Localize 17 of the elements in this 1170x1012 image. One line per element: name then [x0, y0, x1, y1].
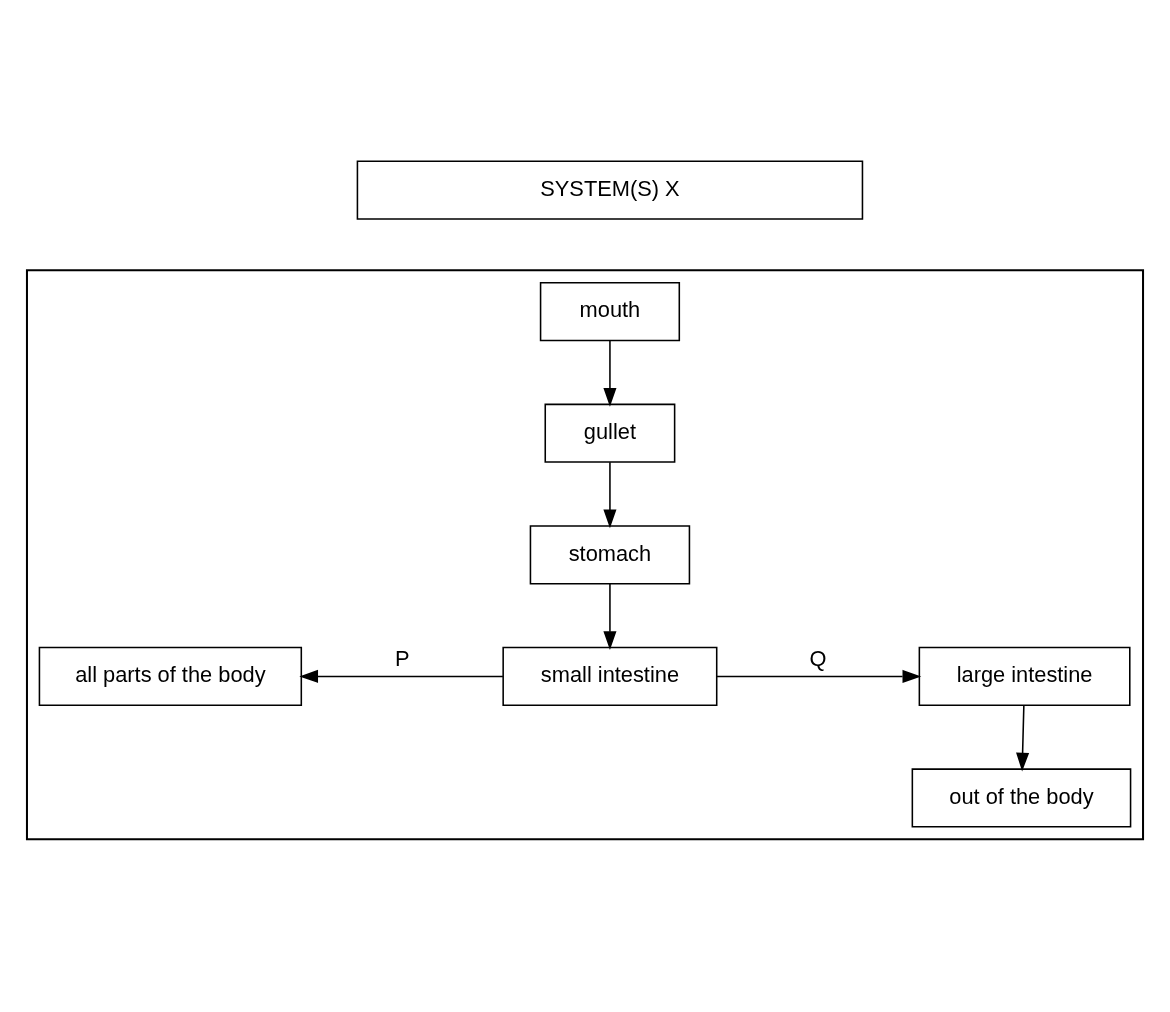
node-box: SYSTEM(S) X [356, 159, 864, 220]
arrow [1016, 704, 1030, 771]
node-box: all parts of the body [38, 646, 303, 706]
edge-label: Q [809, 645, 827, 671]
node-box: mouth [539, 281, 681, 341]
arrow [299, 669, 504, 683]
arrow [603, 461, 617, 528]
cluster [25, 268, 1145, 840]
node-box: out of the body [911, 767, 1132, 828]
node-box: small intestine [502, 646, 718, 706]
arrow [603, 582, 617, 650]
node-box: stomach [529, 524, 691, 584]
arrow [715, 669, 922, 683]
node-box: gullet [544, 403, 676, 463]
node-box: large intestine [918, 646, 1131, 706]
edge-label: P [394, 645, 410, 671]
arrow [603, 339, 617, 407]
